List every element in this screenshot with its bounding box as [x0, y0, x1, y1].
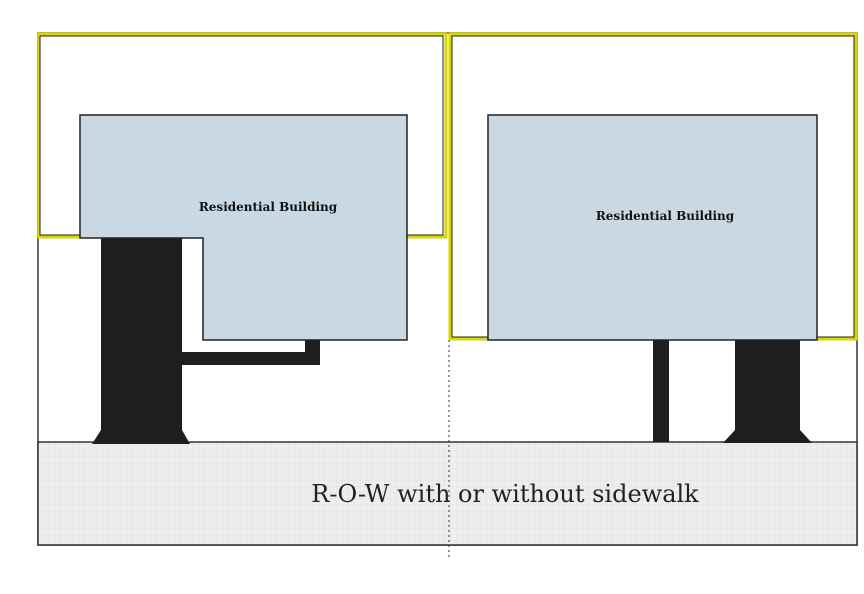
- row-label: R-O-W with or without sidewalk: [311, 480, 699, 508]
- right-of-way: [37, 441, 858, 546]
- walkway-right: [653, 340, 669, 442]
- building-left: [79, 114, 408, 341]
- walkway-left: [182, 340, 320, 365]
- building-right: [487, 114, 818, 341]
- driveway-left: [92, 238, 190, 444]
- building-right-label: Residential Building: [596, 209, 735, 223]
- building-left-label: Residential Building: [199, 200, 338, 214]
- driveway-right: [723, 340, 812, 443]
